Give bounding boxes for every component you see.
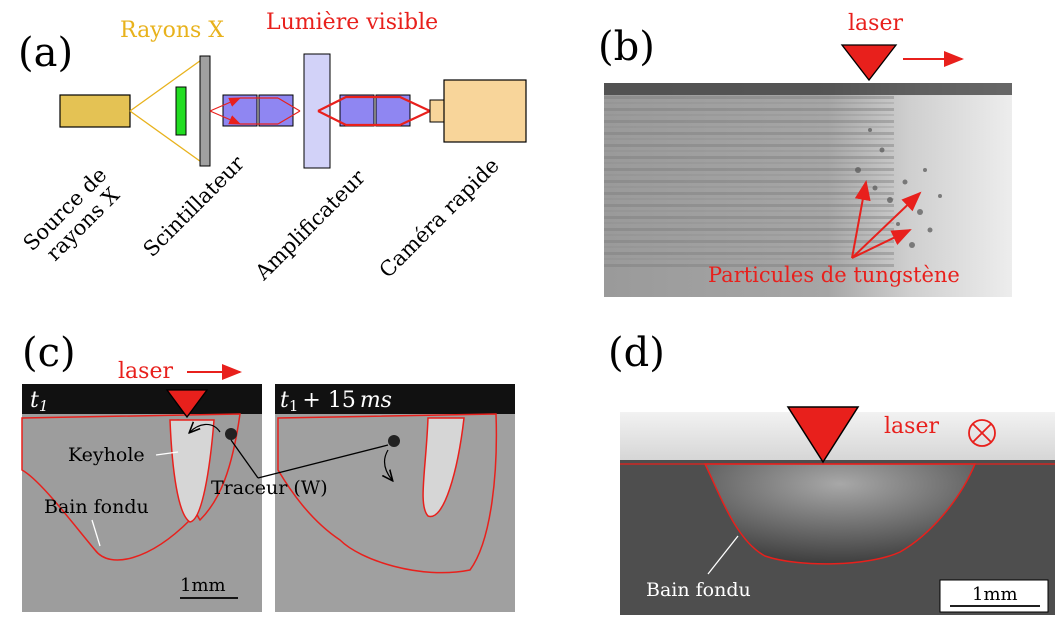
camera-body [443, 79, 527, 143]
melt-pool-leader-line-d [707, 535, 739, 575]
laser-label-c: laser [118, 359, 173, 384]
melt-pool-leader-line-c [91, 519, 101, 547]
panel-b-label: (b) [598, 24, 655, 70]
keyhole-t2 [422, 417, 465, 518]
tracer-motion-arrow-t2 [385, 449, 392, 480]
lens-2 [258, 94, 294, 127]
panel-d: (d) laser Bain fondu 1mm [608, 330, 1055, 615]
tracer-leader-lines [230, 439, 389, 479]
scale-label-d: 1mm [972, 584, 1018, 605]
melt-pool-label-d: Bain fondu [646, 579, 751, 601]
panel-d-label: (d) [608, 330, 665, 376]
xray-label: Rayons X [120, 18, 224, 43]
melt-pool-outline-t2 [277, 413, 498, 574]
lens-1 [222, 94, 258, 127]
keyhole-label: Keyhole [68, 444, 145, 466]
laser-triangle-c [165, 389, 209, 419]
tracer-particle-t1 [225, 428, 237, 440]
out-of-plane-icon [968, 419, 996, 447]
frame-t1-top [22, 384, 262, 414]
scintillator-plate [199, 55, 211, 167]
melt-pool-outline-d [703, 463, 977, 565]
xray-cone [129, 57, 205, 165]
plate-top-edge [604, 83, 1012, 95]
scintillator-label: Scintillateur [139, 151, 250, 262]
visible-rays-2 [317, 95, 431, 127]
tracer-label: Traceur (W) [211, 477, 328, 499]
powder-layer-stripes [604, 92, 894, 267]
visible-light-label: Lumière visible [266, 10, 438, 35]
xray-source-box [59, 94, 131, 128]
time-label-t1: t1 [30, 388, 48, 415]
tracer-particle-t2 [388, 435, 400, 447]
amplifier-label: Amplificateur [250, 165, 371, 286]
filter-plate [175, 86, 187, 136]
tungsten-particles [855, 128, 942, 248]
laser-label-d: laser [884, 414, 939, 439]
laser-label-b: laser [848, 11, 903, 36]
tracer-motion-arrow-t1 [190, 424, 221, 432]
camera-label: Caméra rapide [375, 153, 504, 282]
melt-pool-label-c: Bain fondu [44, 496, 149, 518]
keyhole-t1 [169, 419, 215, 523]
scale-label-c: 1mm [180, 575, 226, 596]
camera-lens [429, 99, 445, 123]
laser-triangle-d [786, 406, 860, 464]
visible-rays-1 [209, 97, 301, 125]
panel-b: (b) laser Particules de tungstène [598, 11, 1012, 297]
panel-c-label: (c) [22, 330, 76, 376]
amplifier-box [303, 53, 331, 169]
frame-t2-top [275, 384, 515, 414]
frame-t1 [22, 384, 262, 612]
panel-a: (a) Rayons X Lumière visible [18, 10, 527, 286]
laser-triangle-b [840, 44, 898, 82]
lens-3 [339, 94, 375, 127]
keyhole-leader-line [155, 451, 179, 456]
particle-pointer-arrows [851, 180, 922, 259]
panel-a-label: (a) [18, 30, 73, 76]
particles-label: Particules de tungstène [708, 263, 960, 287]
frame-t1-15ms [275, 384, 515, 612]
